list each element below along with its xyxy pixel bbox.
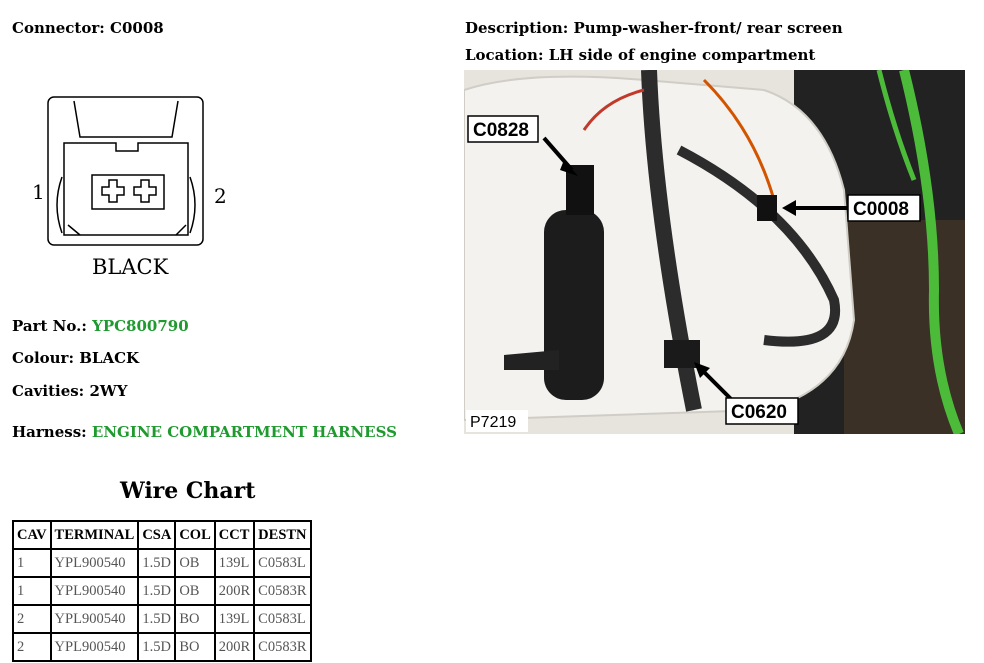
description-line: Description: Pump-washer-front/ rear scr… — [465, 19, 843, 37]
left-bracket — [56, 176, 63, 234]
pin-2-label: 2 — [214, 184, 227, 208]
cell-cav: 2 — [12, 632, 52, 662]
cell-cav: 2 — [12, 604, 52, 634]
description-label: Description: — [465, 19, 569, 37]
description-value: Pump-washer-front/ rear screen — [573, 19, 843, 37]
photo-ref: P7219 — [470, 414, 516, 431]
c0008-connector — [757, 195, 777, 221]
connector-line: Connector: C0008 — [12, 19, 164, 37]
callout-arrow-head-c0828 — [560, 160, 578, 176]
cell-terminal: YPL900540 — [49, 604, 140, 634]
cell-cct: 139L — [213, 604, 256, 634]
header-terminal: TERMINAL — [49, 520, 140, 550]
table-row: 2 YPL900540 1.5D BO 139L C0583L — [12, 604, 312, 634]
c0620-connector — [664, 340, 700, 368]
cavities-line: Cavities: 2WY — [12, 382, 127, 400]
connector-outline — [47, 96, 204, 246]
cell-csa: 1.5D — [137, 604, 177, 634]
photo-ref-box — [466, 410, 528, 432]
colour-value: BLACK — [79, 349, 140, 367]
cell-csa: 1.5D — [137, 632, 177, 662]
cell-destn: C0583R — [253, 632, 312, 662]
cavity-2 — [133, 179, 157, 203]
header-csa: CSA — [137, 520, 177, 550]
connector-detail — [67, 224, 187, 236]
part-no-value: YPC800790 — [92, 317, 189, 335]
callout-arrow-head-c0008 — [782, 200, 796, 216]
connector-latch — [73, 100, 179, 138]
table-row: 1 YPL900540 1.5D OB 139L C0583L — [12, 548, 312, 578]
location-value: LH side of engine compartment — [548, 46, 816, 64]
harness-line: Harness: ENGINE COMPARTMENT HARNESS — [12, 423, 397, 441]
cavity-housing — [91, 174, 165, 210]
part-no-label: Part No.: — [12, 317, 87, 335]
cell-cav: 1 — [12, 548, 52, 578]
connector-body — [63, 142, 189, 236]
green-hose-small — [876, 70, 917, 181]
location-label: Location: — [465, 46, 544, 64]
cell-col: BO — [174, 632, 216, 662]
callout-arrow-head-c0620 — [694, 362, 710, 378]
header-destn: DESTN — [253, 520, 312, 550]
harness-label: Harness: — [12, 423, 87, 441]
header-col: COL — [174, 520, 216, 550]
location-photo: C0828 C0008 C0620 P7219 — [464, 70, 965, 434]
secondary-harness — [676, 145, 841, 347]
cavities-label: Cavities: — [12, 382, 85, 400]
connector-label: Connector: — [12, 19, 105, 37]
callout-arrow-c0620 — [698, 366, 734, 402]
callout-box-c0828 — [467, 115, 539, 143]
cell-destn: C0583L — [253, 604, 312, 634]
cell-terminal: YPL900540 — [49, 576, 140, 606]
cell-csa: 1.5D — [137, 548, 177, 578]
cell-col: OB — [174, 548, 216, 578]
callout-c0008: C0008 — [853, 199, 909, 220]
wire-chart-header-row: CAV TERMINAL CSA COL CCT DESTN — [12, 520, 312, 550]
wire-chart-table: CAV TERMINAL CSA COL CCT DESTN 1 YPL9005… — [12, 520, 312, 662]
callout-c0828: C0828 — [473, 120, 529, 141]
cell-destn: C0583L — [253, 548, 312, 578]
pin-1-label: 1 — [32, 180, 45, 204]
cell-cct: 139L — [213, 548, 256, 578]
cavity-1 — [101, 179, 125, 203]
cell-col: BO — [174, 604, 216, 634]
cell-csa: 1.5D — [137, 576, 177, 606]
table-row: 2 YPL900540 1.5D BO 200R C0583R — [12, 632, 312, 662]
pump-motor — [544, 210, 604, 400]
callout-c0620: C0620 — [731, 402, 787, 423]
green-hose — [899, 70, 964, 434]
callout-box-c0008 — [847, 194, 921, 222]
cell-cav: 1 — [12, 576, 52, 606]
part-no-line: Part No.: YPC800790 — [12, 317, 189, 335]
callout-box-c0620 — [725, 397, 799, 425]
cavities-value: 2WY — [89, 382, 128, 400]
header-cav: CAV — [12, 520, 52, 550]
cell-cct: 200R — [213, 576, 256, 606]
wire-chart-title: Wire Chart — [120, 478, 256, 504]
diagram-color-label: BLACK — [92, 255, 169, 279]
cell-col: OB — [174, 576, 216, 606]
colour-label: Colour: — [12, 349, 74, 367]
cell-terminal: YPL900540 — [49, 632, 140, 662]
harness-value: ENGINE COMPARTMENT HARNESS — [91, 423, 397, 441]
header-cct: CCT — [213, 520, 256, 550]
orange-wire — [702, 78, 776, 201]
cell-terminal: YPL900540 — [49, 548, 140, 578]
table-row: 1 YPL900540 1.5D OB 200R C0583R — [12, 576, 312, 606]
connector-face-diagram: 1 2 BLACK — [32, 96, 227, 279]
location-line: Location: LH side of engine compartment — [465, 46, 815, 64]
red-wire — [582, 88, 645, 131]
connector-value: C0008 — [110, 19, 164, 37]
cell-cct: 200R — [213, 632, 256, 662]
cell-destn: C0583R — [253, 576, 312, 606]
pump-outlet — [504, 350, 559, 370]
right-bracket — [189, 176, 196, 234]
colour-line: Colour: BLACK — [12, 349, 139, 367]
